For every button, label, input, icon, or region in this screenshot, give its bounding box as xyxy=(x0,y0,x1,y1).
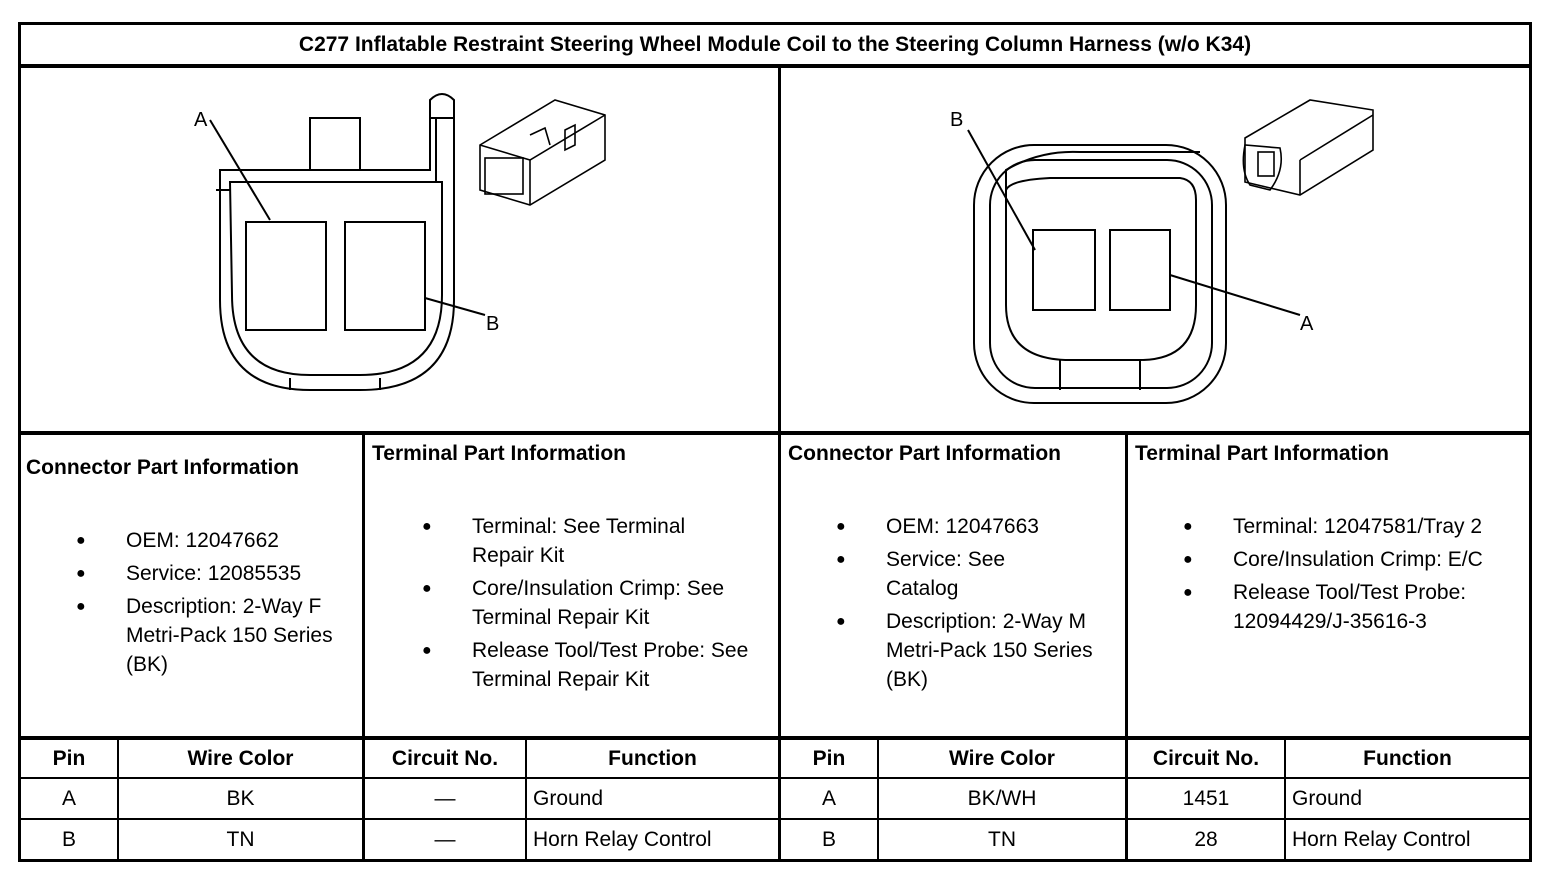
table-cell: — xyxy=(434,786,456,810)
panel-1-list: ●OEM: 12047662 ●Service: 12085535 ●Descr… xyxy=(76,526,356,683)
table-cell: — xyxy=(434,827,456,851)
list-item: ●Terminal: See Terminal Repair Kit xyxy=(422,515,686,567)
table-cell: BK xyxy=(226,786,255,810)
th-function-2: Function xyxy=(1363,746,1452,770)
list-item: ●Terminal: 12047581/Tray 2 xyxy=(1183,515,1483,538)
male-connector-diagram: B A xyxy=(950,99,1374,404)
panel-1-heading: Connector Part Information xyxy=(26,456,300,479)
table-cell: BK/WH xyxy=(967,786,1037,810)
panel-3-heading: Connector Part Information xyxy=(788,442,1062,465)
list-item: ●Core/Insulation Crimp: E/C xyxy=(1183,548,1483,571)
panel-2-list: ●Terminal: See Terminal Repair Kit ●Core… xyxy=(422,512,774,698)
th-wire-color-2: Wire Color xyxy=(949,746,1055,770)
table-col-divider-1 xyxy=(117,738,119,862)
right-label-b: B xyxy=(950,109,963,131)
list-item: ●OEM: 12047663 xyxy=(836,515,1039,538)
list-item: ●Release Tool/Test Probe: See Terminal R… xyxy=(422,639,749,691)
table-cell: Horn Relay Control xyxy=(533,827,712,851)
list-item: ●OEM: 12047662 xyxy=(76,529,279,552)
table-header-divider xyxy=(18,777,1532,779)
panel-3-list: ●OEM: 12047663 ●Service: See Catalog ●De… xyxy=(836,512,1121,698)
th-pin-2: Pin xyxy=(812,746,846,770)
th-pin-1: Pin xyxy=(52,746,86,770)
list-item: ●Service: See Catalog xyxy=(836,548,1006,600)
title-divider xyxy=(18,64,1532,68)
th-wire-color-1: Wire Color xyxy=(187,746,294,770)
table-cell: A xyxy=(821,786,836,810)
list-item: ●Description: 2-Way F Metri-Pack 150 Ser… xyxy=(76,595,333,676)
table-col-divider-3 xyxy=(525,738,527,862)
connector-frame xyxy=(18,22,1532,862)
table-cell: 28 xyxy=(1194,827,1218,851)
right-label-a: A xyxy=(1300,313,1314,335)
table-cell: Ground xyxy=(1292,786,1363,810)
th-function-1: Function xyxy=(608,746,697,770)
table-cell: B xyxy=(821,827,836,851)
table-cell: TN xyxy=(988,827,1016,851)
th-circuit-2: Circuit No. xyxy=(1152,746,1260,770)
list-item: ●Core/Insulation Crimp: See Terminal Rep… xyxy=(422,577,725,629)
table-cell: B xyxy=(61,827,76,851)
panel-4-heading: Terminal Part Information xyxy=(1135,442,1389,465)
table-cell: 1451 xyxy=(1182,786,1230,810)
table-col-divider-5 xyxy=(877,738,879,862)
table-cell: TN xyxy=(226,827,255,851)
table-cell: A xyxy=(61,786,76,810)
list-item: ●Release Tool/Test Probe: 12094429/J-356… xyxy=(1183,581,1467,633)
table-col-divider-7 xyxy=(1284,738,1286,862)
page-title: C277 Inflatable Restraint Steering Wheel… xyxy=(298,33,1252,56)
table-row-divider xyxy=(18,818,1532,820)
list-item: ●Service: 12085535 xyxy=(76,562,302,585)
panel-2-heading: Terminal Part Information xyxy=(372,442,626,465)
table-cell: Ground xyxy=(533,786,604,810)
table-cell: Horn Relay Control xyxy=(1292,827,1471,851)
diagram-divider xyxy=(778,66,781,862)
table-top-divider xyxy=(18,736,1532,740)
info-divider-left xyxy=(362,433,365,862)
diagram-bottom-divider xyxy=(18,431,1532,435)
female-connector-diagram: A B xyxy=(194,93,606,391)
left-label-a: A xyxy=(194,109,208,131)
list-item: ●Description: 2-Way M Metri-Pack 150 Ser… xyxy=(836,610,1093,691)
info-divider-right xyxy=(1125,433,1128,862)
left-label-b: B xyxy=(486,313,499,335)
th-circuit-1: Circuit No. xyxy=(391,746,499,770)
panel-4-list: ●Terminal: 12047581/Tray 2 ●Core/Insulat… xyxy=(1183,512,1528,640)
